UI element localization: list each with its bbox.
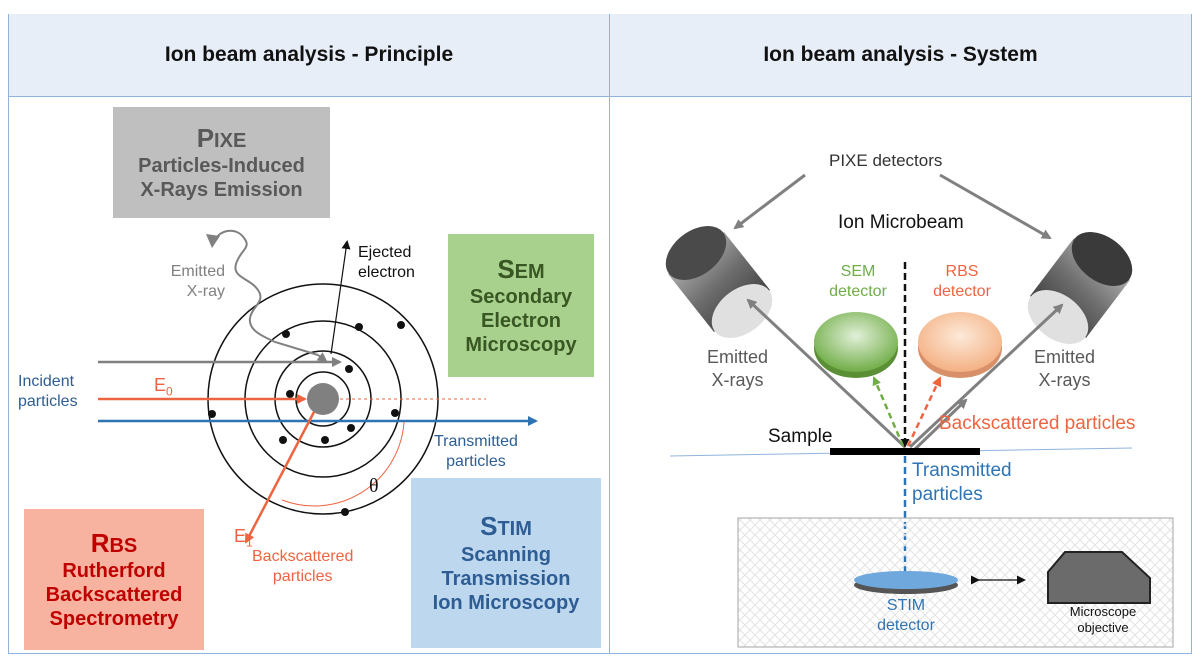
ion-microbeam-label: Ion Microbeam bbox=[838, 212, 964, 233]
sample-plate bbox=[830, 448, 980, 455]
pixe-detector-right bbox=[1027, 232, 1133, 344]
theta-label: θ bbox=[369, 475, 379, 497]
sample-label: Sample bbox=[768, 426, 833, 447]
rbs-box: RBS Rutherford Backscattered Spectrometr… bbox=[24, 509, 204, 650]
rbs-detector-label: RBS detector bbox=[933, 263, 991, 300]
emitted-xrays-left-label: Emitted X-rays bbox=[707, 347, 769, 390]
sem-box: SEM Secondary Electron Microscopy bbox=[448, 234, 594, 377]
microscope-objective-label: Microscope objective bbox=[1069, 604, 1137, 636]
nucleus bbox=[307, 383, 339, 415]
pixe-detectors-label: PIXE detectors bbox=[829, 151, 943, 170]
transmitted-particles-label-right: Transmitted particles bbox=[912, 460, 1012, 505]
backscattered-label: Backscattered particles bbox=[252, 548, 354, 585]
incident-particles-label: Incident particles bbox=[18, 373, 78, 410]
stim-detector bbox=[854, 571, 958, 594]
stim-box: STIM Scanning Transmission Ion Microscop… bbox=[411, 478, 601, 648]
emitted-xray-wave bbox=[213, 229, 319, 356]
emitted-xrays-right-label: Emitted X-rays bbox=[1034, 347, 1096, 390]
pixe-box: PIXE Particles-Induced X-Rays Emission bbox=[113, 107, 330, 218]
panel-divider bbox=[609, 96, 610, 654]
e0-label: E0 bbox=[154, 375, 173, 399]
emitted-xray-label: Emitted X-ray bbox=[170, 263, 225, 300]
theta-arc bbox=[281, 421, 405, 507]
microscope-objective bbox=[1047, 551, 1151, 604]
ejected-electron-label: Ejected electron bbox=[358, 244, 415, 281]
rbs-detector bbox=[918, 312, 1002, 378]
sem-detector bbox=[814, 312, 898, 378]
stim-detector-label: STIM detector bbox=[877, 597, 935, 634]
transmitted-particles-label: Transmitted particles bbox=[434, 433, 518, 470]
ejected-electron-arrow bbox=[330, 240, 351, 355]
sem-detector-label: SEM detector bbox=[829, 263, 887, 300]
pixe-detector-left bbox=[665, 226, 773, 338]
backscattered-particles-label: Backscattered particles bbox=[939, 413, 1136, 434]
e1-label: E1 bbox=[234, 526, 253, 550]
backscattered-arrow bbox=[244, 411, 316, 544]
right-panel-title: Ion beam analysis - System bbox=[610, 14, 1191, 97]
left-panel-title: Ion beam analysis - Principle bbox=[9, 14, 610, 97]
